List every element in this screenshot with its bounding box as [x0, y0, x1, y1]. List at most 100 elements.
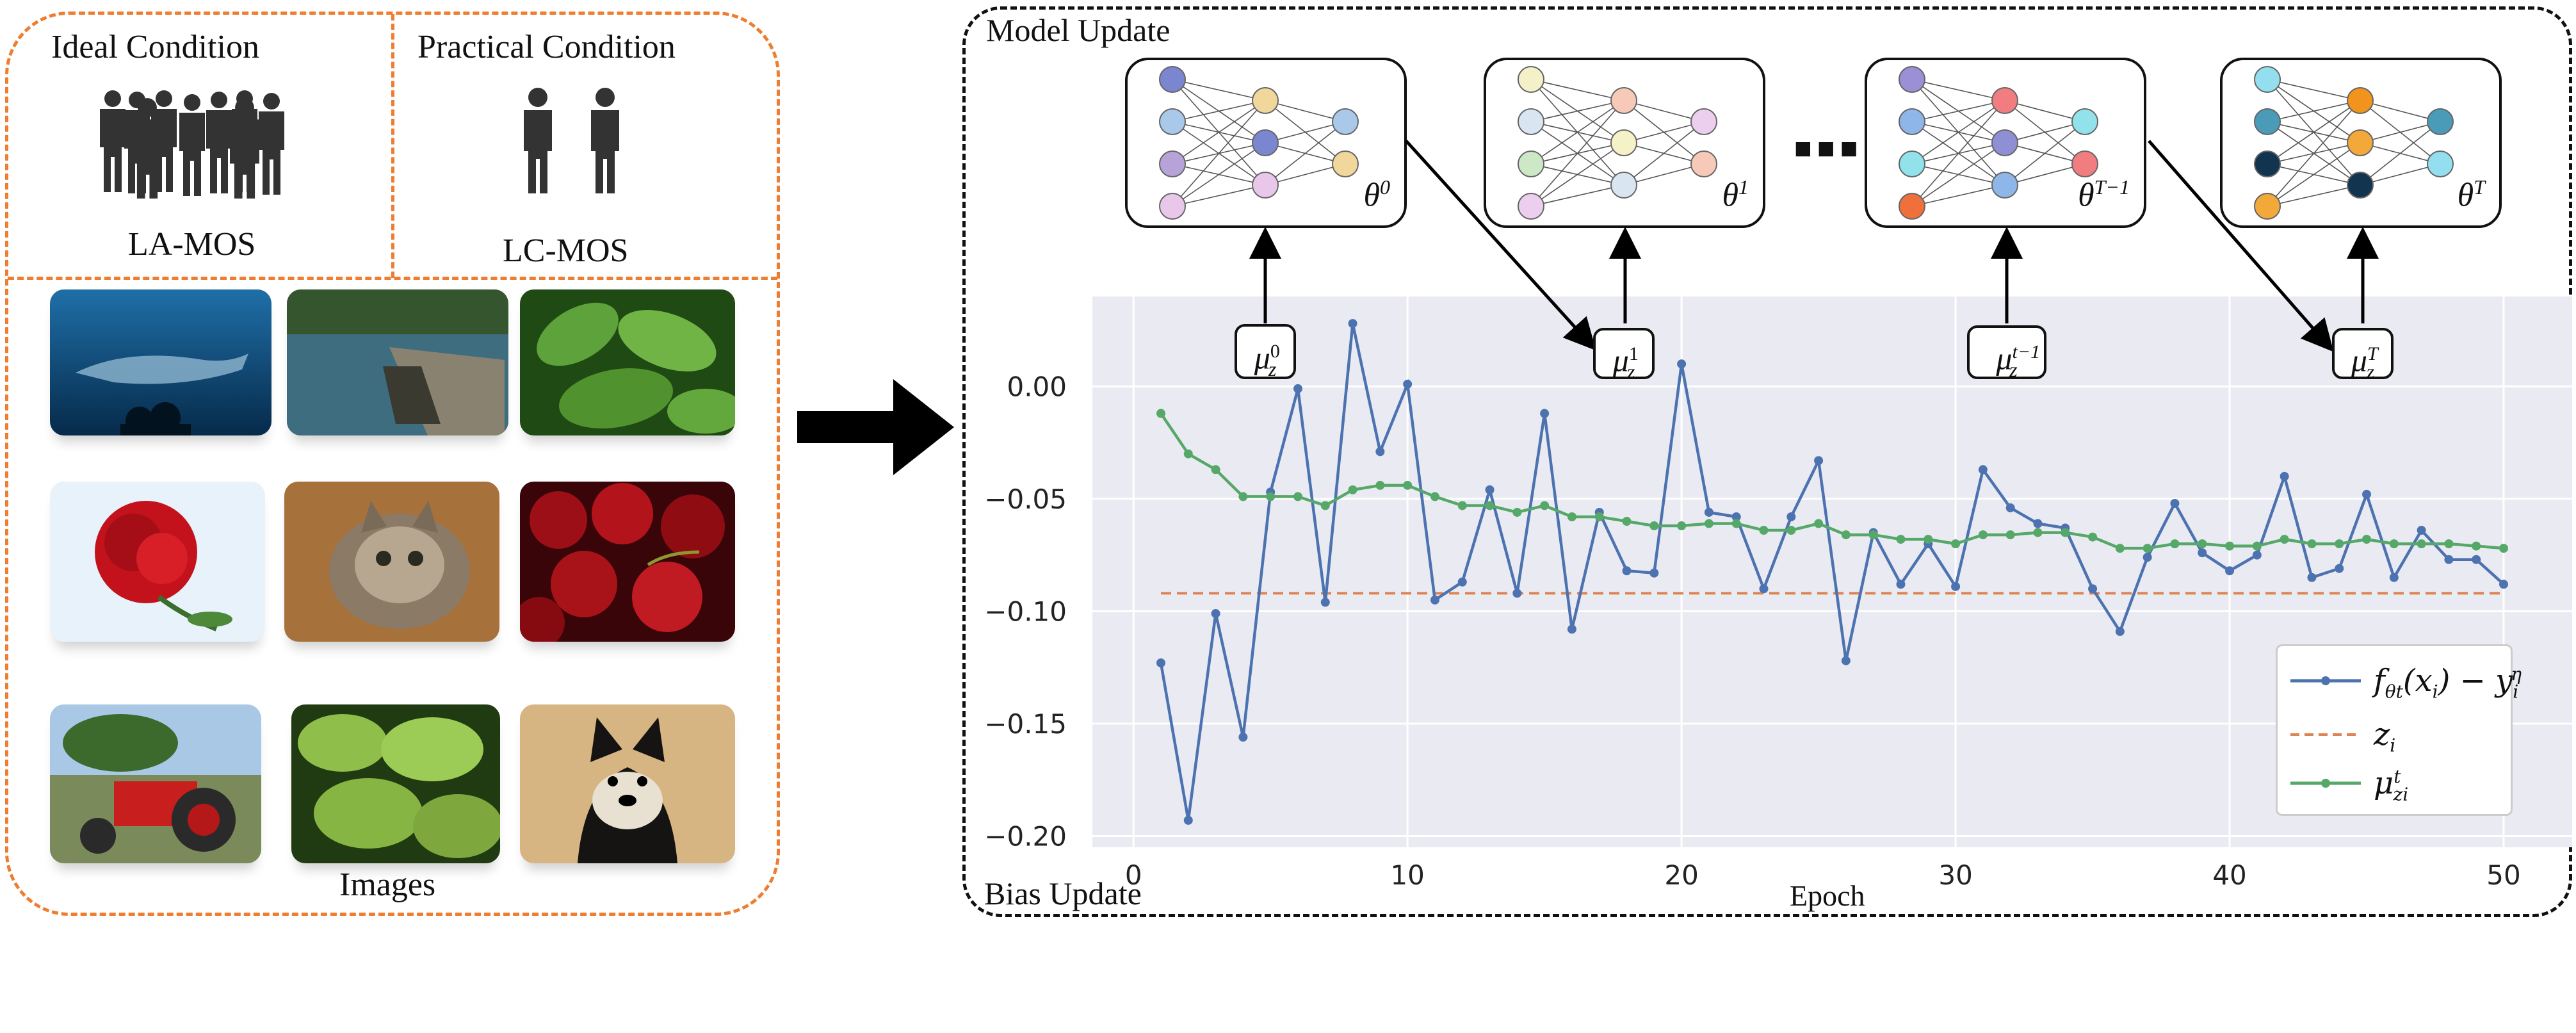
residual-point — [1567, 624, 1576, 634]
network-node — [1159, 150, 1186, 177]
mu-point — [1266, 492, 1276, 501]
network-node — [1690, 108, 1717, 135]
x-tick-label: 10 — [1390, 859, 1424, 891]
network-node — [2347, 129, 2374, 156]
mu-point — [1731, 519, 1741, 528]
arrow-theta0-to-mu1 — [1405, 140, 1596, 351]
network-box-theta-t-minus-1: θT−1 — [1865, 58, 2146, 228]
network-edge — [1172, 184, 1266, 207]
network-edge — [1265, 121, 1346, 186]
network-node — [2254, 108, 2281, 135]
mu-box-t-minus-1: μt−1z — [1967, 325, 2046, 381]
network-edge — [1623, 121, 1705, 143]
network-edge — [1172, 79, 1266, 101]
arrow-theta-t-minus-1-to-mu-t — [2148, 140, 2334, 352]
mu-series-line — [1160, 412, 2504, 550]
network-node — [1899, 150, 1925, 177]
la-mos-label: LA-MOS — [128, 226, 256, 263]
left-panel-vertical-divider — [391, 14, 394, 278]
mu-point — [2252, 541, 2262, 551]
network-node — [1899, 193, 1925, 220]
mu-point — [1649, 521, 1659, 531]
residual-point — [2280, 471, 2289, 481]
mu-point — [2362, 535, 2372, 544]
mu-point — [1622, 517, 1632, 526]
mu-point — [1567, 512, 1576, 521]
mu-point — [1594, 512, 1604, 521]
residual-point — [2307, 573, 2317, 582]
network-node — [1518, 150, 1544, 177]
network-edge — [2004, 121, 2086, 186]
network-edge — [1911, 142, 2005, 207]
image-lake-dock-thumbnail — [287, 289, 508, 435]
mu-point — [1868, 530, 1878, 540]
x-tick-label: 50 — [2486, 859, 2520, 891]
network-edge — [2267, 184, 2361, 207]
residual-point — [2198, 548, 2207, 558]
y-tick-label: −0.10 — [984, 596, 1067, 627]
mu-point — [1403, 480, 1413, 490]
neural-network-icon — [1518, 66, 1717, 220]
network-node — [1610, 87, 1637, 114]
mu-point — [2444, 539, 2454, 549]
lc-mos-label: LC-MOS — [503, 232, 629, 269]
residual-point — [2005, 503, 2015, 512]
mu-point — [1814, 519, 1824, 528]
residual-point — [2170, 498, 2180, 508]
network-edge — [1911, 100, 2005, 207]
left-panel-horizontal-divider — [8, 277, 777, 280]
mu-point — [2061, 528, 2070, 537]
network-edge — [1623, 121, 1705, 186]
two-people-icon — [524, 88, 619, 193]
network-edge — [2360, 163, 2441, 186]
mu-point — [1951, 539, 1961, 549]
network-node — [2254, 193, 2281, 220]
image-green-leaves-thumbnail — [520, 289, 735, 435]
mu-point — [1978, 530, 1988, 540]
ideal-condition-title: Ideal Condition — [51, 29, 259, 65]
image-cherries-thumbnail — [520, 482, 735, 642]
neural-network-icon — [2254, 66, 2454, 220]
x-tick-label: 0 — [1125, 859, 1142, 891]
residual-point — [2335, 564, 2344, 573]
mu-point — [1156, 409, 1165, 418]
residual-point — [1211, 608, 1220, 618]
network-node — [2071, 150, 2098, 177]
neural-network-icon — [1159, 66, 1359, 220]
network-edge — [1265, 100, 1346, 122]
mu-point — [1512, 507, 1522, 517]
residual-point — [1814, 456, 1824, 466]
network-node — [1991, 87, 2018, 114]
mu-point — [1430, 492, 1439, 501]
mu-point — [2225, 541, 2235, 551]
people-group-icon — [100, 90, 284, 199]
network-node — [1518, 108, 1544, 135]
network-edge — [2004, 121, 2086, 143]
mu-point — [2335, 539, 2344, 549]
theta-1-label: θ1 — [1722, 175, 1749, 213]
network-edge — [1530, 100, 1624, 165]
network-edge — [1911, 100, 2005, 165]
network-box-theta0: θ0 — [1125, 58, 1407, 228]
mu-point — [1677, 521, 1687, 531]
mu-point — [2499, 544, 2509, 553]
mu-point — [1375, 480, 1385, 490]
network-edge — [2004, 100, 2086, 122]
network-node — [1252, 87, 1279, 114]
mu-point — [1540, 501, 1550, 510]
residual-point — [2499, 580, 2509, 589]
residual-point — [1951, 582, 1961, 591]
left-panel-dashed-border — [5, 12, 780, 916]
residual-point — [1375, 447, 1385, 457]
residual-point — [2143, 553, 2152, 562]
network-node — [1610, 129, 1637, 156]
residual-point — [2444, 555, 2454, 564]
mu-point — [1348, 485, 1357, 494]
residual-point — [2033, 519, 2043, 528]
image-red-rose-thumbnail — [50, 482, 265, 642]
mu-point — [1786, 526, 1796, 535]
network-edge — [1172, 100, 1266, 122]
network-node — [1899, 66, 1925, 93]
network-box-theta-t: θT — [2220, 58, 2502, 228]
residual-point — [1403, 379, 1413, 389]
